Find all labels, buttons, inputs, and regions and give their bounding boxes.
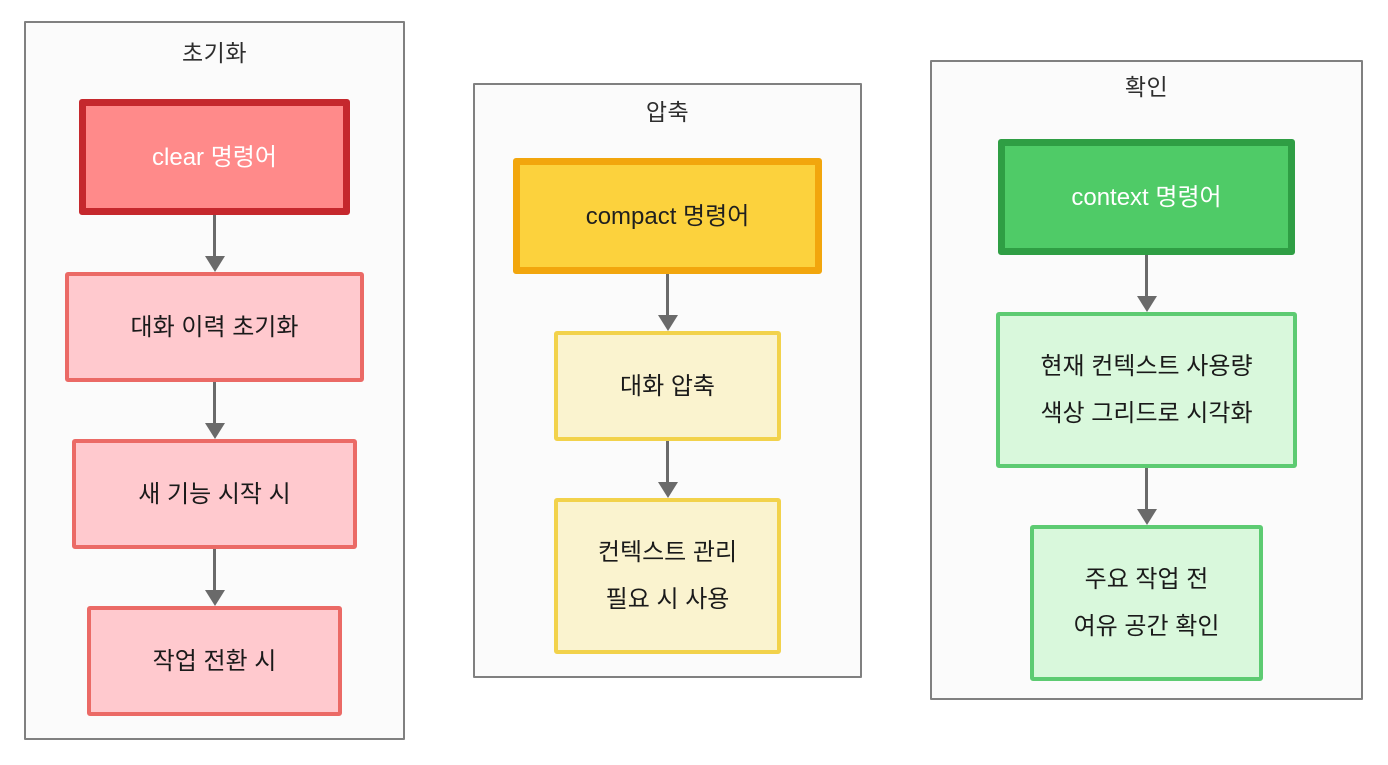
node-label-line: clear 명령어	[152, 143, 277, 171]
group-title-init: 초기화	[182, 40, 247, 66]
node-label-line: 작업 전환 시	[152, 647, 277, 675]
node-label-line: 여유 공간 확인	[1073, 613, 1220, 640]
node-label-line: 필요 시 사용	[605, 586, 730, 613]
node-label-line: 새 기능 시작 시	[138, 480, 291, 508]
group-title-check: 확인	[1124, 74, 1169, 100]
node-compact-command: compact 명령어	[512, 158, 823, 274]
arrow-down-icon	[1136, 255, 1157, 312]
arrow-down-icon	[657, 441, 678, 498]
node-new-feature-start: 새 기능 시작 시	[72, 439, 357, 549]
arrow-down-icon	[1136, 468, 1157, 525]
node-context-command: context 명령어	[998, 139, 1295, 255]
arrow-down-icon	[204, 215, 225, 272]
node-label-line: context 명령어	[1071, 183, 1222, 211]
arrow-down-icon	[204, 549, 225, 606]
group-title-compact: 압축	[645, 99, 690, 125]
node-label-line: 컨텍스트 관리	[597, 539, 738, 566]
node-clear-history: 대화 이력 초기화	[64, 272, 365, 382]
node-label-line: 대화 압축	[620, 372, 715, 400]
arrow-down-icon	[657, 274, 678, 331]
node-clear-command: clear 명령어	[79, 99, 350, 215]
node-label-line: 대화 이력 초기화	[130, 313, 299, 341]
node-label-line: compact 명령어	[585, 202, 750, 230]
arrow-down-icon	[204, 382, 225, 439]
node-label-line: 현재 컨텍스트 사용량	[1040, 353, 1253, 380]
node-label-line: 주요 작업 전	[1084, 566, 1209, 593]
node-label-line: 색상 그리드로 시각화	[1040, 400, 1253, 427]
node-conversation-compact: 대화 압축	[554, 331, 781, 441]
node-task-switch: 작업 전환 시	[86, 606, 343, 716]
